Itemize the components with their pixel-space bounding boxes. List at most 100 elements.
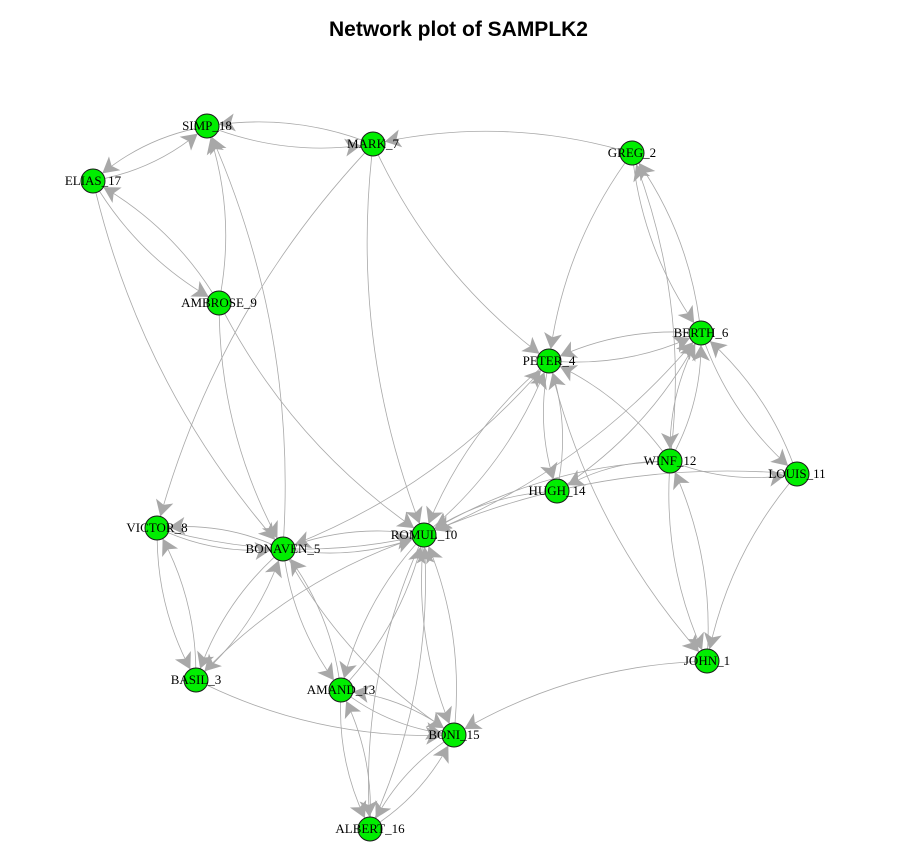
- edge-line: [294, 538, 413, 554]
- node-label: MARK_7: [347, 136, 400, 151]
- edge-line: [374, 546, 426, 819]
- edge-arrowhead: [254, 541, 272, 560]
- edge-arrowhead: [197, 650, 215, 669]
- edge-line: [159, 152, 366, 517]
- node-basil: BASIL_3: [171, 667, 221, 693]
- edge-line: [284, 560, 335, 681]
- edge-arrowhead: [559, 341, 579, 358]
- edge-line: [428, 368, 541, 525]
- edge-line: [218, 129, 362, 149]
- node-victor: VICTOR_8: [126, 515, 188, 541]
- node-label: WINF_12: [644, 453, 697, 468]
- node-albert: ALBERT_16: [335, 816, 405, 842]
- edge-arrowhead: [204, 653, 222, 672]
- edge-line: [633, 164, 695, 324]
- edge-line: [210, 137, 227, 292]
- edge-line: [709, 340, 794, 463]
- node-circle: [411, 522, 437, 548]
- node-circle: [544, 478, 570, 504]
- node-simp: SIMP_18: [182, 113, 232, 139]
- node-elias: ELIAS_17: [65, 168, 122, 194]
- edge-arrowhead: [521, 336, 540, 354]
- edge-line: [375, 741, 445, 819]
- edge-line: [434, 341, 694, 531]
- edge-line: [432, 371, 545, 528]
- node-berth: BERTH_6: [674, 320, 729, 346]
- node-amand: AMAND_13: [307, 677, 376, 703]
- edge-line: [668, 472, 703, 651]
- edge-arrowhead: [155, 498, 174, 517]
- edge-line: [434, 470, 786, 531]
- node-label: ELIAS_17: [65, 173, 122, 188]
- edge-arrowhead: [464, 713, 483, 730]
- edge-line: [224, 313, 415, 529]
- edge-arrowhead: [174, 651, 191, 670]
- edge-arrowhead: [352, 685, 370, 703]
- edge-arrowhead: [677, 304, 695, 324]
- edge-line: [104, 133, 198, 179]
- edge-line: [559, 365, 664, 452]
- edge-line: [638, 162, 700, 322]
- node-label: BONI_15: [428, 727, 479, 742]
- node-circle: [657, 448, 683, 474]
- edge-arrowhead: [416, 546, 435, 564]
- edge-arrowhead: [168, 517, 186, 536]
- edge-arrowhead: [190, 281, 209, 297]
- edge-line: [343, 543, 417, 679]
- node-circle: [144, 515, 170, 541]
- edge-line: [294, 530, 413, 546]
- edge-line: [289, 558, 340, 679]
- node-label: AMBROSE_9: [181, 295, 257, 310]
- edge-line: [345, 700, 371, 818]
- edge-arrowhead: [394, 535, 413, 553]
- edge-arrowhead: [102, 156, 121, 174]
- edge-arrowhead: [687, 631, 704, 651]
- edge-arrowhead: [432, 745, 449, 764]
- edge-arrowhead: [426, 505, 443, 524]
- node-label: AMAND_13: [307, 682, 376, 697]
- edge-arrowhead: [770, 448, 789, 466]
- node-circle: [357, 816, 383, 842]
- edge-line: [560, 337, 691, 363]
- plot-title: Network plot of SAMPLK2: [328, 18, 588, 41]
- node-label: ALBERT_16: [335, 821, 405, 836]
- node-circle: [206, 290, 232, 316]
- edge-arrowhead: [559, 365, 579, 382]
- edge-arrowhead: [290, 558, 307, 577]
- edge-arrowhead: [673, 471, 690, 491]
- edge-line: [340, 701, 366, 819]
- edge-line: [674, 471, 709, 650]
- node-winf: WINF_12: [644, 448, 697, 474]
- node-hugh: HUGH_14: [528, 478, 586, 504]
- node-circle: [328, 677, 354, 703]
- edge-line: [103, 186, 213, 294]
- edges-layer: [95, 113, 794, 823]
- node-label: JOHN_1: [684, 653, 730, 668]
- edge-arrowhead: [523, 370, 542, 388]
- node-label: LOUIS_11: [768, 466, 825, 481]
- edge-arrowhead: [567, 469, 586, 486]
- node-label: PETER_4: [523, 353, 576, 368]
- edge-line: [368, 545, 420, 818]
- edge-line: [551, 372, 700, 653]
- edge-arrowhead: [395, 511, 415, 529]
- edge-arrowhead: [435, 705, 452, 724]
- edge-line: [102, 128, 196, 174]
- edge-arrowhead: [768, 468, 786, 487]
- edge-arrowhead: [671, 336, 691, 353]
- node-circle: [694, 648, 720, 674]
- node-circle: [194, 113, 220, 139]
- edge-arrowhead: [638, 162, 656, 182]
- edge-line: [384, 130, 621, 151]
- edge-line: [675, 344, 702, 451]
- edge-line: [559, 331, 690, 357]
- nodes-layer: SIMP_18MARK_7GREG_2ELIAS_17AMBROSE_9PETE…: [65, 113, 826, 842]
- edge-arrowhead: [261, 520, 278, 539]
- edge-arrowhead: [425, 722, 443, 740]
- edge-line: [288, 559, 445, 729]
- edge-arrowhead: [384, 129, 403, 148]
- node-label: BONAVEN_5: [246, 541, 321, 556]
- node-circle: [360, 131, 386, 157]
- node-circle: [441, 722, 467, 748]
- edge-arrowhead: [339, 660, 357, 679]
